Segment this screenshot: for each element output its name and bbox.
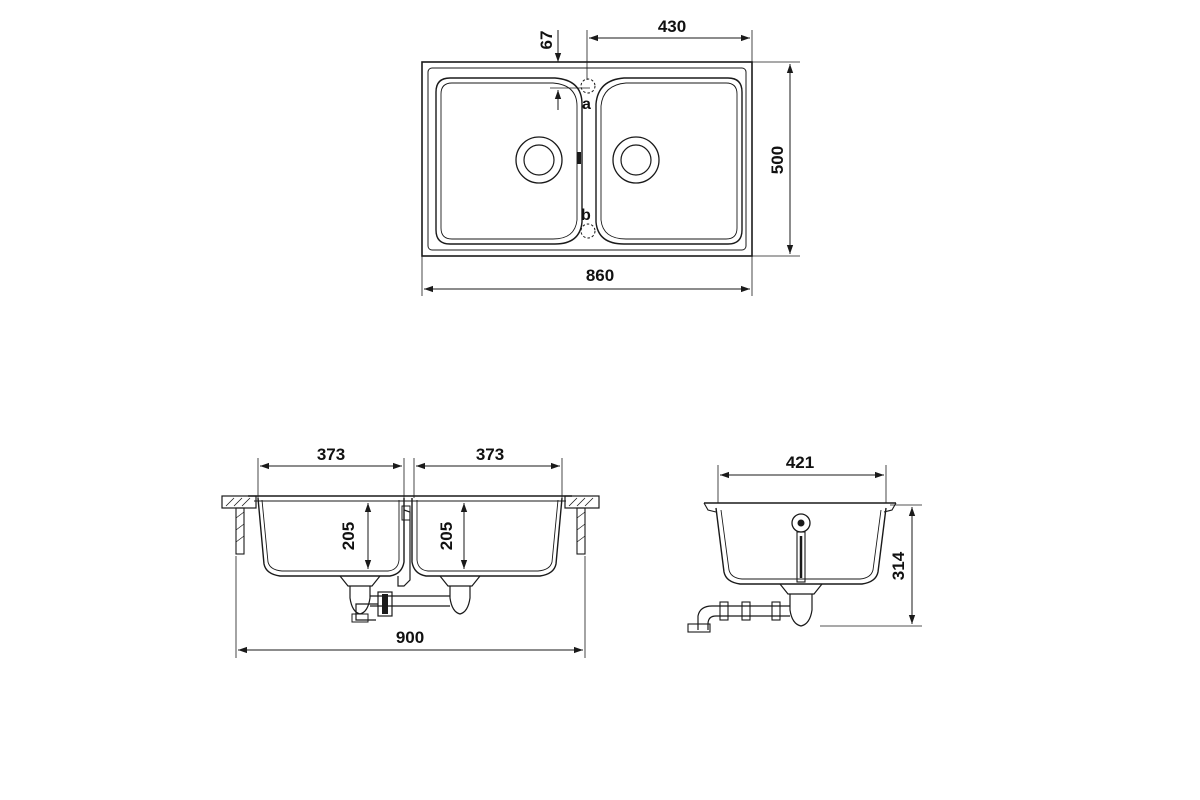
overflow-slot xyxy=(577,152,581,164)
top-view-outer-frame xyxy=(421,61,753,257)
right-drain-outer xyxy=(612,136,660,184)
tap-hole-a xyxy=(580,78,596,94)
side-pipe-coupling-2 xyxy=(771,601,781,621)
point-a-label: a xyxy=(582,96,591,113)
front-right-bowl xyxy=(411,497,563,577)
offset-label: 67 xyxy=(537,31,556,50)
side-strainer xyxy=(779,583,823,627)
front-right-depth-label: 205 xyxy=(437,522,456,550)
left-drain-inner xyxy=(523,144,555,176)
front-view: 373 373 205 205 900 xyxy=(221,445,600,658)
tap-hole-b xyxy=(580,223,596,239)
side-width-label: 421 xyxy=(786,453,814,472)
overflow-pipe xyxy=(397,509,411,587)
side-pipe-coupling-1 xyxy=(741,601,751,621)
side-overflow-riser xyxy=(796,531,806,583)
side-outlet-pipe xyxy=(697,605,790,630)
point-b-label: b xyxy=(581,207,591,224)
right-bowl-outline xyxy=(595,77,743,245)
left-bowl-inner xyxy=(440,82,578,240)
side-view: 421 314 xyxy=(687,453,922,633)
front-overall-label: 900 xyxy=(396,628,424,647)
countertop-section-left xyxy=(221,495,257,555)
left-drain-outer xyxy=(515,136,563,184)
front-right-strainer xyxy=(439,575,481,615)
countertop-section-right xyxy=(564,495,600,555)
right-drain-inner xyxy=(620,144,652,176)
side-bowl xyxy=(715,507,887,585)
depth-label: 500 xyxy=(768,146,787,174)
front-right-bowl-label: 373 xyxy=(476,445,504,464)
side-height-label: 314 xyxy=(889,551,908,580)
left-bowl-outline xyxy=(435,77,583,245)
overall-width-label: 860 xyxy=(586,266,614,285)
right-bowl-inner xyxy=(600,82,738,240)
front-left-bowl xyxy=(257,497,405,577)
side-pipe-elbow xyxy=(687,623,711,633)
top-view: a b 430 67 500 860 xyxy=(421,17,800,296)
front-left-bowl-label: 373 xyxy=(317,445,345,464)
front-left-strainer xyxy=(339,575,381,615)
bowl-width-label: 430 xyxy=(658,17,686,36)
front-left-depth-label: 205 xyxy=(339,522,358,550)
